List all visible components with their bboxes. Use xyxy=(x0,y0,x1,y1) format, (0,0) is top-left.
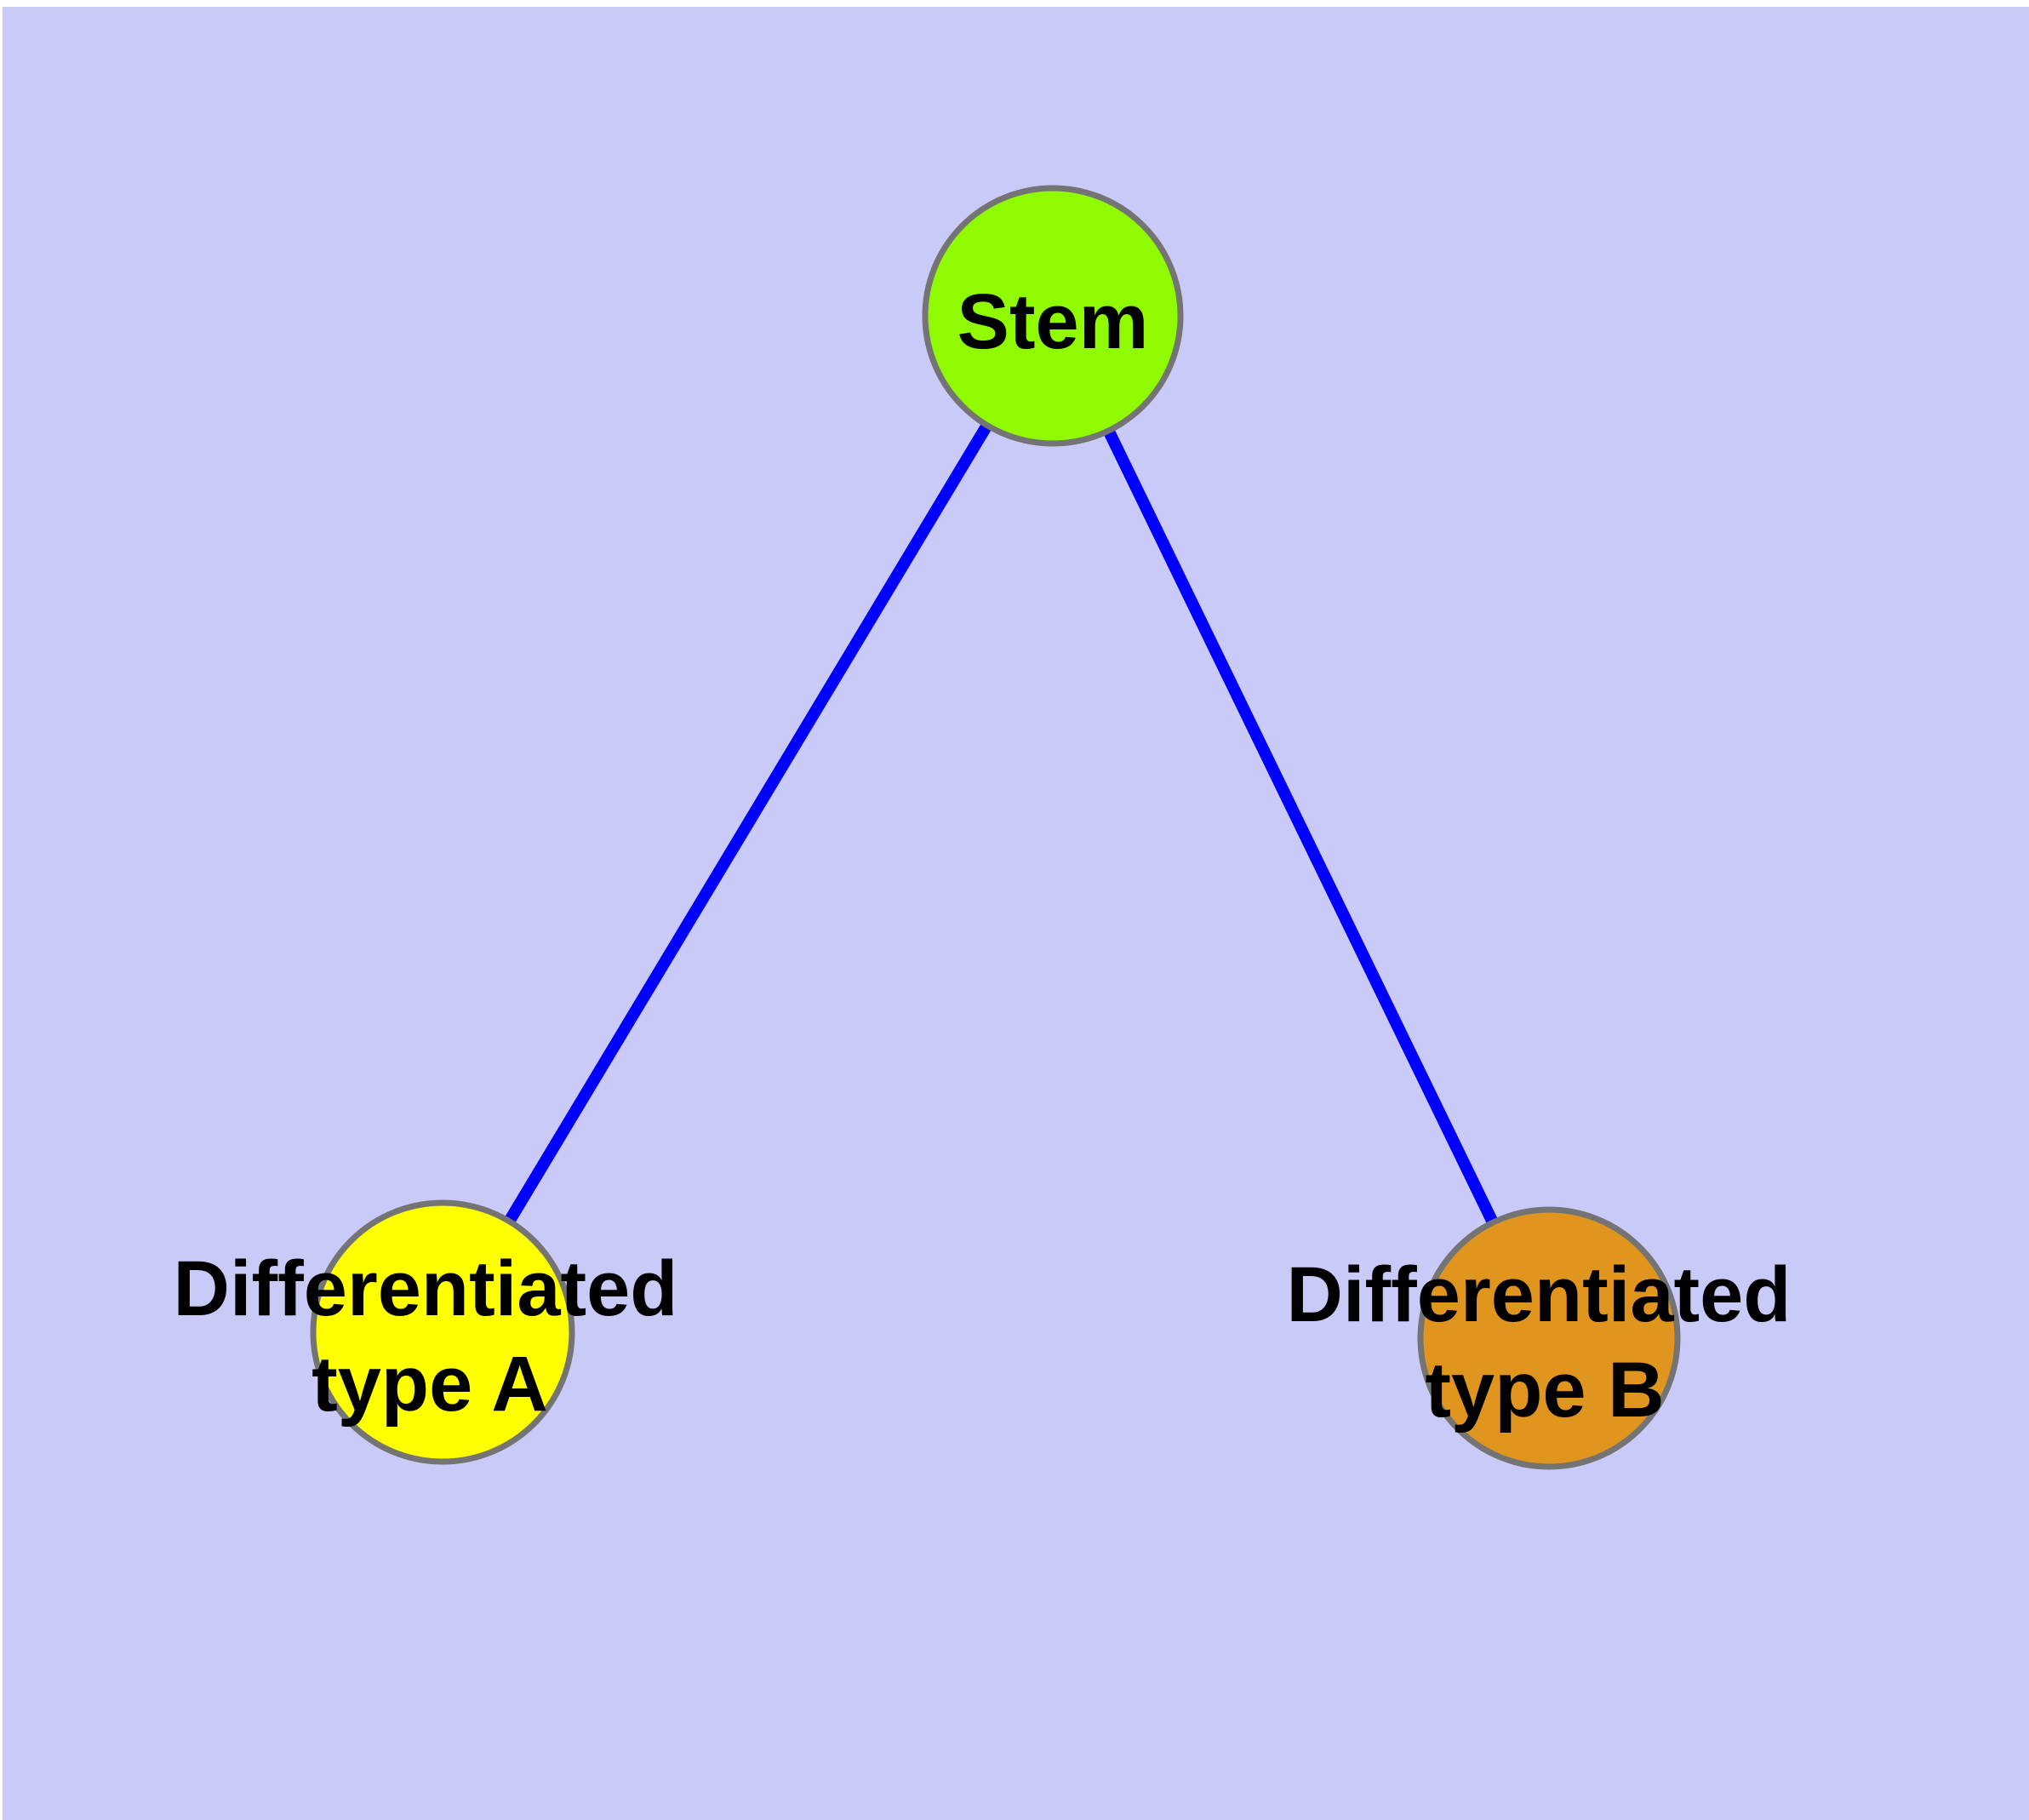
node-stem-circle xyxy=(922,185,1184,447)
edge-stem-to-type-a xyxy=(437,312,1059,1336)
node-type-b-label-line1: Differentiated xyxy=(1287,1251,1792,1338)
node-type-a-label-line1: Differentiated xyxy=(174,1245,678,1332)
edge-stem-to-type-b xyxy=(1047,312,1555,1342)
node-type-b-label-line2: type B xyxy=(1425,1347,1664,1434)
node-type-b-circle xyxy=(1417,1206,1681,1470)
node-type-a-circle xyxy=(310,1199,575,1465)
node-stem-label: Stem xyxy=(957,278,1149,365)
node-type-a-label-line2: type A xyxy=(311,1341,548,1428)
